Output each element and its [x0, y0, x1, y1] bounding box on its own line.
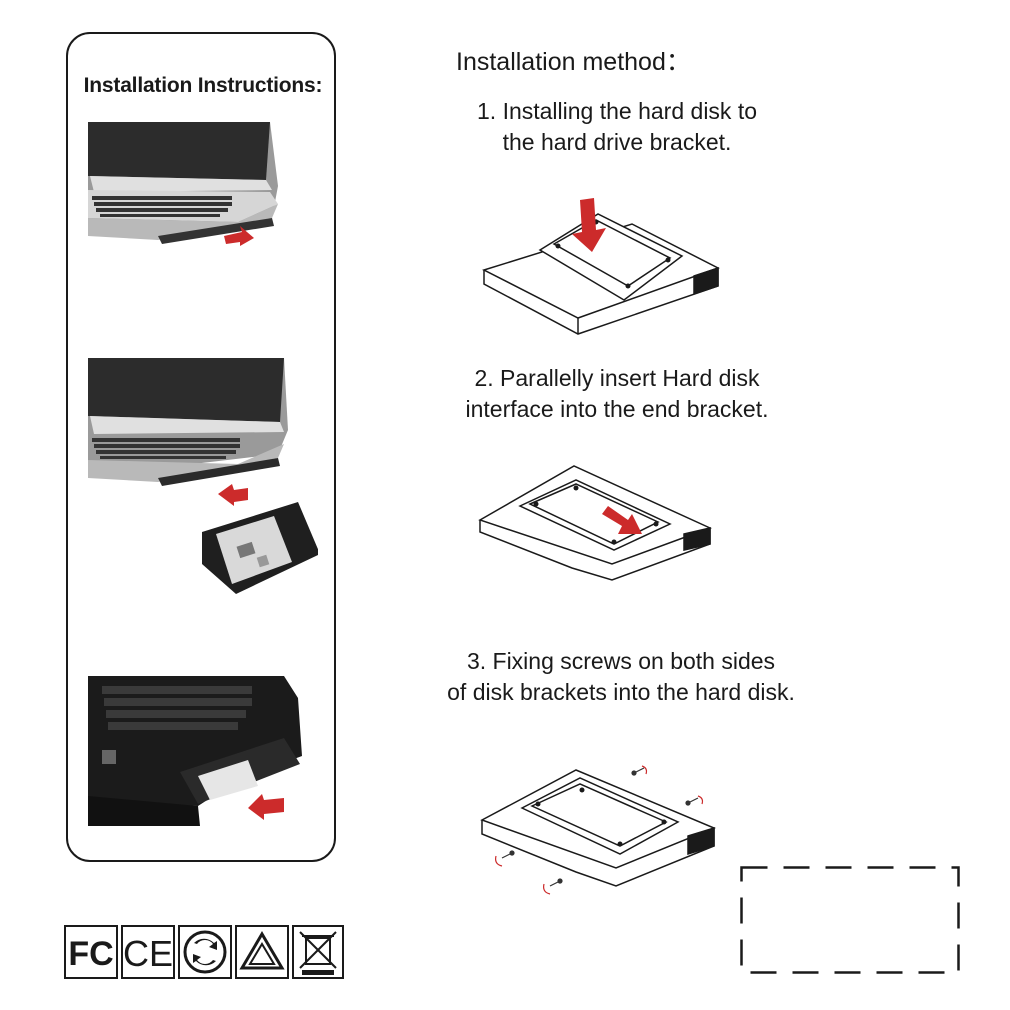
screw-icon-2 [685, 795, 704, 806]
screw-icon-3 [495, 850, 515, 867]
weee-bin-logo [292, 925, 344, 979]
fc-logo: FC [64, 925, 118, 979]
step-1-text: 1. Installing the hard disk to the hard … [434, 96, 800, 158]
arrow-down-icon [572, 198, 606, 252]
compliance-logos: FC CE [64, 925, 344, 979]
method-title: Installation method： [456, 48, 691, 76]
step-3-line-2: of disk brackets into the hard disk. [447, 679, 795, 705]
instructions-panel: Installation Instructions: [66, 32, 336, 862]
bracket-diagram-step-2 [478, 465, 712, 581]
bracket-diagram-step-3 [480, 765, 716, 895]
green-dot-logo [178, 925, 232, 979]
laptop-photo-remove-drive [88, 122, 278, 246]
panel-title: Installation Instructions: [83, 74, 323, 97]
laptop-photo-caddy-installed [88, 676, 302, 826]
dashed-placeholder-box [740, 866, 960, 974]
step-1-line-2: the hard drive bracket. [502, 129, 732, 155]
arrow-up-left-icon-2 [248, 794, 284, 820]
step-2-line-2: interface into the end bracket. [465, 396, 769, 422]
arrow-up-left-icon [218, 484, 248, 506]
ce-logo: CE [121, 925, 175, 979]
step-1-line-1: 1. Installing the hard disk to [477, 98, 757, 124]
arrow-diagonal-icon [602, 506, 642, 534]
arrow-right-icon [224, 226, 254, 246]
svg-text:CE: CE [123, 933, 173, 974]
step-3-line-1: 3. Fixing screws on both sides [466, 648, 776, 674]
step-2-line-1: 2. Parallelly insert Hard disk [474, 365, 760, 391]
bracket-diagram-step-1 [482, 198, 720, 335]
laptop-photo-insert-caddy [88, 358, 318, 594]
screw-icon-4 [543, 878, 563, 895]
screw-icon [631, 765, 648, 776]
step-2-text: 2. Parallelly insert Hard disk interface… [434, 363, 800, 425]
recycle-logo [235, 925, 289, 979]
step-3-text: 3. Fixing screws on both sides of disk b… [414, 646, 828, 708]
svg-text:FC: FC [68, 935, 113, 973]
